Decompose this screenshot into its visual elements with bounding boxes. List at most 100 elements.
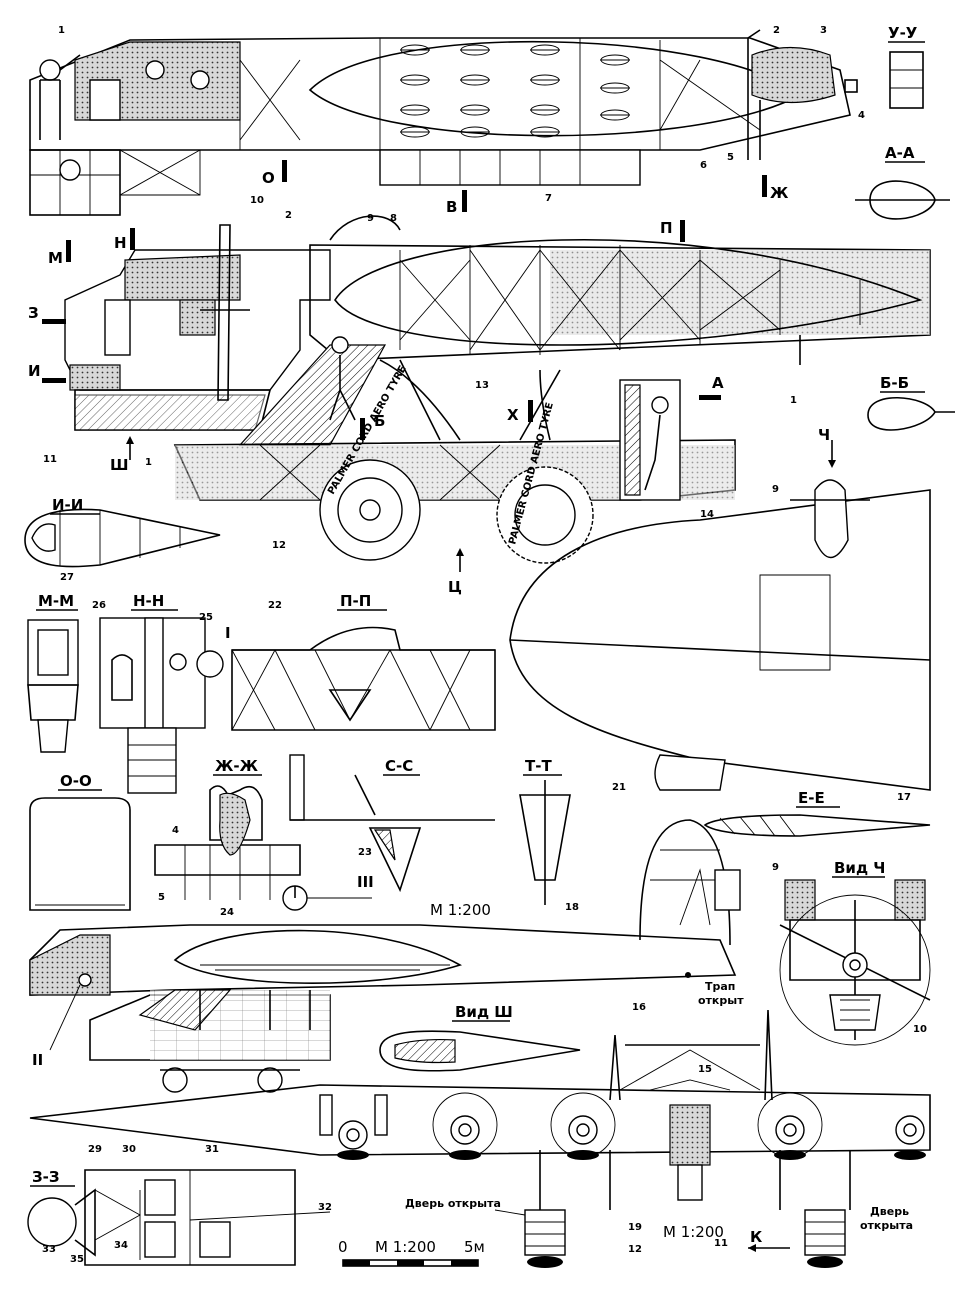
- svg-text:М-М: М-М: [38, 592, 74, 610]
- part-number: 7: [545, 193, 552, 204]
- part-number: 18: [565, 902, 579, 913]
- bomb-rows: [400, 44, 630, 138]
- part-number: 9: [367, 213, 374, 224]
- view-ch: Вид Ч 9 10: [772, 859, 931, 1046]
- section-tt: Т-Т 18: [519, 757, 579, 913]
- part-number: 2: [773, 25, 780, 36]
- cut-x: Х: [507, 406, 519, 424]
- part-number: 5: [727, 152, 734, 163]
- part-number: 9: [772, 862, 779, 873]
- svg-text:О-О: О-О: [60, 772, 92, 790]
- aircraft-plan-view: М 1:200 Дверь открыта Дверь открыта К 16…: [29, 1002, 931, 1268]
- part-number: 1: [58, 25, 65, 36]
- part-number: 10: [913, 1024, 927, 1035]
- cut-p: П: [660, 219, 673, 237]
- cut-v: В: [446, 198, 457, 216]
- note-trap-open: открыт: [698, 994, 744, 1007]
- scale-zero: 0: [338, 1238, 348, 1256]
- fuselage-top-section: О В Ж М Н П 1 2 3 4 5 6 7: [29, 25, 865, 267]
- part-number: 15: [698, 1064, 712, 1075]
- part-number: 19: [628, 1222, 642, 1233]
- section-zhzh: Ж-Ж III 4 5 24: [154, 754, 495, 918]
- engine-nacelles: [319, 1092, 926, 1160]
- svg-text:Т-Т: Т-Т: [525, 757, 552, 775]
- part-number: 1: [790, 395, 797, 406]
- part-number: 27: [60, 572, 74, 583]
- part-number: 22: [268, 600, 282, 611]
- part-number: 13: [475, 380, 489, 391]
- part-number: 4: [172, 825, 179, 836]
- cut-zh: Ж: [770, 184, 789, 202]
- part-number: 6: [700, 160, 707, 171]
- part-number: 35: [70, 1254, 84, 1265]
- part-number: 33: [42, 1244, 56, 1255]
- scale-label: М 1:200: [375, 1238, 436, 1256]
- section-oo: О-О: [29, 772, 131, 911]
- cut-n: Н: [114, 234, 127, 252]
- section-mm: М-М 26: [27, 592, 106, 753]
- cut-ts: Ц: [448, 578, 462, 596]
- svg-text:Б-Б: Б-Б: [880, 374, 909, 392]
- scale-end: 5м: [464, 1238, 485, 1256]
- part-number: 32: [318, 1202, 332, 1213]
- svg-text:С-С: С-С: [385, 757, 413, 775]
- cut-b: Б: [374, 412, 385, 430]
- part-number: 34: [114, 1240, 128, 1251]
- section-ii: И-И 27: [24, 496, 221, 583]
- section-ss: С-С 23: [354, 757, 422, 893]
- svg-text:Е-Е: Е-Е: [798, 789, 825, 807]
- svg-text:П-П: П-П: [340, 592, 371, 610]
- part-number: 3: [820, 25, 827, 36]
- part-number: 31: [205, 1144, 219, 1155]
- part-number: 30: [122, 1144, 136, 1155]
- note-door-right-open: открыта: [860, 1219, 913, 1232]
- scale-plan: М 1:200: [663, 1223, 724, 1241]
- cut-ch: Ч: [818, 426, 830, 444]
- part-number: 17: [897, 792, 911, 803]
- part-number: 4: [858, 110, 865, 121]
- scale-bar: 0 М 1:200 5м: [338, 1238, 485, 1267]
- svg-text:Вид Ч: Вид Ч: [834, 859, 885, 877]
- section-bb: Б-Б: [867, 374, 955, 431]
- part-number: 14: [700, 509, 714, 520]
- section-pp: П-П 22: [231, 592, 496, 731]
- detail-ii: II: [32, 1051, 43, 1069]
- cut-o: О: [262, 169, 275, 187]
- section-nn: Н-Н I 25: [99, 592, 231, 794]
- wing-side-view: PALMER CORD AERO TYRE PALMER CORD AERO T…: [28, 195, 931, 596]
- section-zz: З-З 29 30 31 32 33 34 35: [27, 1144, 332, 1266]
- part-number: 12: [272, 540, 286, 551]
- part-number: 8: [390, 213, 397, 224]
- note-trap: Трап: [705, 980, 735, 993]
- cut-k: К: [750, 1228, 763, 1246]
- section-ee: Е-Е 17: [703, 789, 931, 837]
- cut-i: И: [28, 362, 41, 380]
- cut-m: М: [48, 249, 63, 267]
- svg-text:З-З: З-З: [32, 1168, 60, 1186]
- part-number: 16: [632, 1002, 646, 1013]
- detail-iii: III: [357, 873, 374, 891]
- svg-text:У-У: У-У: [888, 24, 918, 42]
- cut-a: А: [712, 374, 724, 392]
- part-number: 29: [88, 1144, 102, 1155]
- view-sh: Вид Ш: [379, 1003, 581, 1072]
- part-number: 26: [92, 600, 106, 611]
- part-number: 24: [220, 907, 234, 918]
- note-door-right: Дверь: [870, 1205, 909, 1218]
- note-door-left: Дверь открыта: [405, 1197, 501, 1210]
- part-number: 12: [628, 1244, 642, 1255]
- part-number: 1: [145, 457, 152, 468]
- svg-text:Н-Н: Н-Н: [133, 592, 164, 610]
- cut-z: З: [28, 304, 39, 322]
- detail-i: I: [225, 624, 231, 642]
- svg-text:А-А: А-А: [885, 144, 915, 162]
- part-number: 2: [285, 210, 292, 221]
- part-number: 23: [358, 847, 372, 858]
- part-number: 21: [612, 782, 626, 793]
- part-number: 5: [158, 892, 165, 903]
- part-number: 11: [43, 454, 57, 465]
- svg-text:Ж-Ж: Ж-Ж: [215, 757, 259, 775]
- part-number: 11: [714, 1238, 728, 1249]
